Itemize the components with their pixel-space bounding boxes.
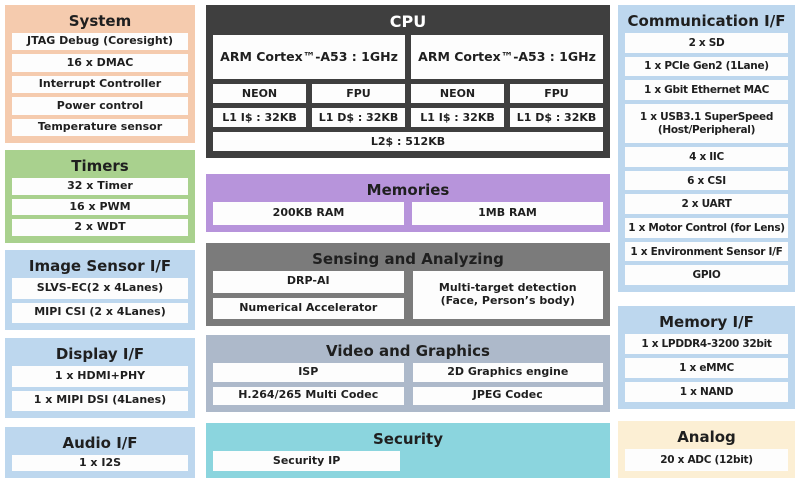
block-memory-if: Memory I/F 1 x LPDDR4-3200 32bit 1 x eMM… [618, 306, 795, 409]
display-item: 1 x HDMI+PHY [12, 366, 188, 387]
video-item: JPEG Codec [412, 386, 603, 405]
security-item: Security IP [213, 451, 401, 471]
block-security-items: Security IP [213, 451, 603, 471]
block-memories: Memories 200KB RAM 1MB RAM [206, 174, 610, 232]
video-item: ISP [213, 363, 404, 382]
memory-if-item: 1 x LPDDR4-3200 32bit [625, 334, 788, 354]
block-communication-items: 2 x SD 1 x PCIe Gen2 (1Lane) 1 x Gbit Et… [625, 33, 788, 286]
multi-target-line1: Multi-target detection [438, 281, 577, 295]
image-sensor-item: MIPI CSI (2 x 4Lanes) [12, 302, 188, 323]
block-system-items: JTAG Debug (Coresight) 16 x DMAC Interru… [12, 33, 188, 137]
communication-item: GPIO [625, 265, 788, 286]
block-video-graphics: Video and Graphics ISP 2D Graphics engin… [206, 335, 610, 412]
communication-item: 6 x CSI [625, 170, 788, 191]
system-item: Interrupt Controller [12, 75, 188, 94]
sensing-item-multi-target: Multi-target detection (Face, Person’s b… [412, 271, 603, 319]
cpu-unit-neon: NEON [213, 83, 306, 103]
video-item: H.264/265 Multi Codec [213, 386, 404, 405]
block-timers-title: Timers [71, 157, 129, 175]
cpu-unit-fpu: FPU [312, 83, 405, 103]
image-sensor-item: SLVS-EC(2 x 4Lanes) [12, 278, 188, 299]
block-display-if: Display I/F 1 x HDMI+PHY 1 x MIPI DSI (4… [5, 338, 195, 418]
timers-item: 32 x Timer [12, 178, 188, 195]
memory-if-item: 1 x NAND [625, 382, 788, 402]
block-cpu-title: CPU [389, 12, 427, 31]
block-communication-title: Communication I/F [627, 12, 786, 30]
communication-item: 2 x SD [625, 33, 788, 53]
block-memory-if-items: 1 x LPDDR4-3200 32bit 1 x eMMC 1 x NAND [625, 334, 788, 402]
communication-item: 1 x Environment Sensor I/F [625, 241, 788, 262]
cpu-l1-cache: L1 I$ : 32KB [411, 107, 504, 127]
block-video-title: Video and Graphics [326, 342, 490, 360]
block-communication-if: Communication I/F 2 x SD 1 x PCIe Gen2 (… [618, 5, 795, 292]
block-sensing-title: Sensing and Analyzing [312, 250, 504, 268]
cpu-unit-fpu: FPU [510, 83, 603, 103]
block-display-items: 1 x HDMI+PHY 1 x MIPI DSI (4Lanes) [12, 366, 188, 411]
communication-item: 4 x IIC [625, 147, 788, 167]
block-audio-title: Audio I/F [62, 434, 138, 452]
display-item: 1 x MIPI DSI (4Lanes) [12, 390, 188, 411]
communication-item: 1 x Motor Control (for Lens) [625, 218, 788, 238]
cpu-grid: ARM Cortex™-A53 : 1GHz ARM Cortex™-A53 :… [213, 35, 603, 151]
multi-target-line2: (Face, Person’s body) [440, 294, 575, 307]
cpu-core: ARM Cortex™-A53 : 1GHz [213, 35, 405, 79]
block-cpu: CPU ARM Cortex™-A53 : 1GHz ARM Cortex™-A… [206, 5, 610, 158]
block-security-title: Security [372, 430, 444, 448]
cpu-l1-cache: L1 D$ : 32KB [510, 107, 603, 127]
sensing-item-numerical-accelerator: Numerical Accelerator [213, 297, 404, 319]
block-display-title: Display I/F [55, 345, 145, 363]
block-image-sensor-if: Image Sensor I/F SLVS-EC(2 x 4Lanes) MIP… [5, 250, 195, 330]
block-image-sensor-items: SLVS-EC(2 x 4Lanes) MIPI CSI (2 x 4Lanes… [12, 278, 188, 323]
communication-item: 1 x Gbit Ethernet MAC [625, 80, 788, 100]
cpu-l2-cache: L2$ : 512KB [213, 131, 603, 151]
memories-item: 200KB RAM [213, 202, 404, 225]
system-item: Temperature sensor [12, 118, 188, 137]
video-grid: ISP 2D Graphics engine H.264/265 Multi C… [213, 363, 603, 405]
cpu-core: ARM Cortex™-A53 : 1GHz [411, 35, 603, 79]
sensing-grid: DRP-AI Multi-target detection (Face, Per… [213, 271, 603, 319]
video-item: 2D Graphics engine [412, 363, 603, 382]
cpu-l1-cache: L1 D$ : 32KB [312, 107, 405, 127]
cpu-unit-neon: NEON [411, 83, 504, 103]
block-audio-if: Audio I/F 1 x I2S [5, 427, 195, 478]
communication-item: 1 x USB3.1 SuperSpeed (Host/Peripheral) [625, 103, 788, 144]
block-timers-items: 32 x Timer 16 x PWM 2 x WDT [12, 178, 188, 237]
system-item: 16 x DMAC [12, 54, 188, 72]
communication-item: 2 x UART [625, 194, 788, 215]
communication-item: 1 x PCIe Gen2 (1Lane) [625, 56, 788, 77]
block-audio-items: 1 x I2S [12, 455, 188, 471]
system-item: Power control [12, 97, 188, 115]
memory-if-item: 1 x eMMC [625, 358, 788, 378]
block-analog-items: 20 x ADC (12bit) [625, 449, 788, 471]
block-image-sensor-title: Image Sensor I/F [28, 257, 172, 275]
block-analog: Analog 20 x ADC (12bit) [618, 421, 795, 478]
timers-item: 2 x WDT [12, 219, 188, 237]
block-security: Security Security IP [206, 423, 610, 478]
block-system: System JTAG Debug (Coresight) 16 x DMAC … [5, 5, 195, 143]
block-memories-title: Memories [366, 181, 450, 199]
block-memory-if-title: Memory I/F [659, 313, 754, 331]
block-system-title: System [68, 12, 132, 30]
system-item: JTAG Debug (Coresight) [12, 33, 188, 51]
memories-item: 1MB RAM [412, 202, 603, 225]
memories-grid: 200KB RAM 1MB RAM [213, 202, 603, 225]
block-timers: Timers 32 x Timer 16 x PWM 2 x WDT [5, 150, 195, 243]
cpu-l1-cache: L1 I$ : 32KB [213, 107, 306, 127]
block-analog-title: Analog [677, 428, 736, 446]
audio-item: 1 x I2S [12, 455, 188, 471]
block-sensing-analyzing: Sensing and Analyzing DRP-AI Multi-targe… [206, 243, 610, 326]
analog-item: 20 x ADC (12bit) [625, 449, 788, 471]
timers-item: 16 x PWM [12, 198, 188, 216]
sensing-item-drp-ai: DRP-AI [213, 271, 404, 293]
